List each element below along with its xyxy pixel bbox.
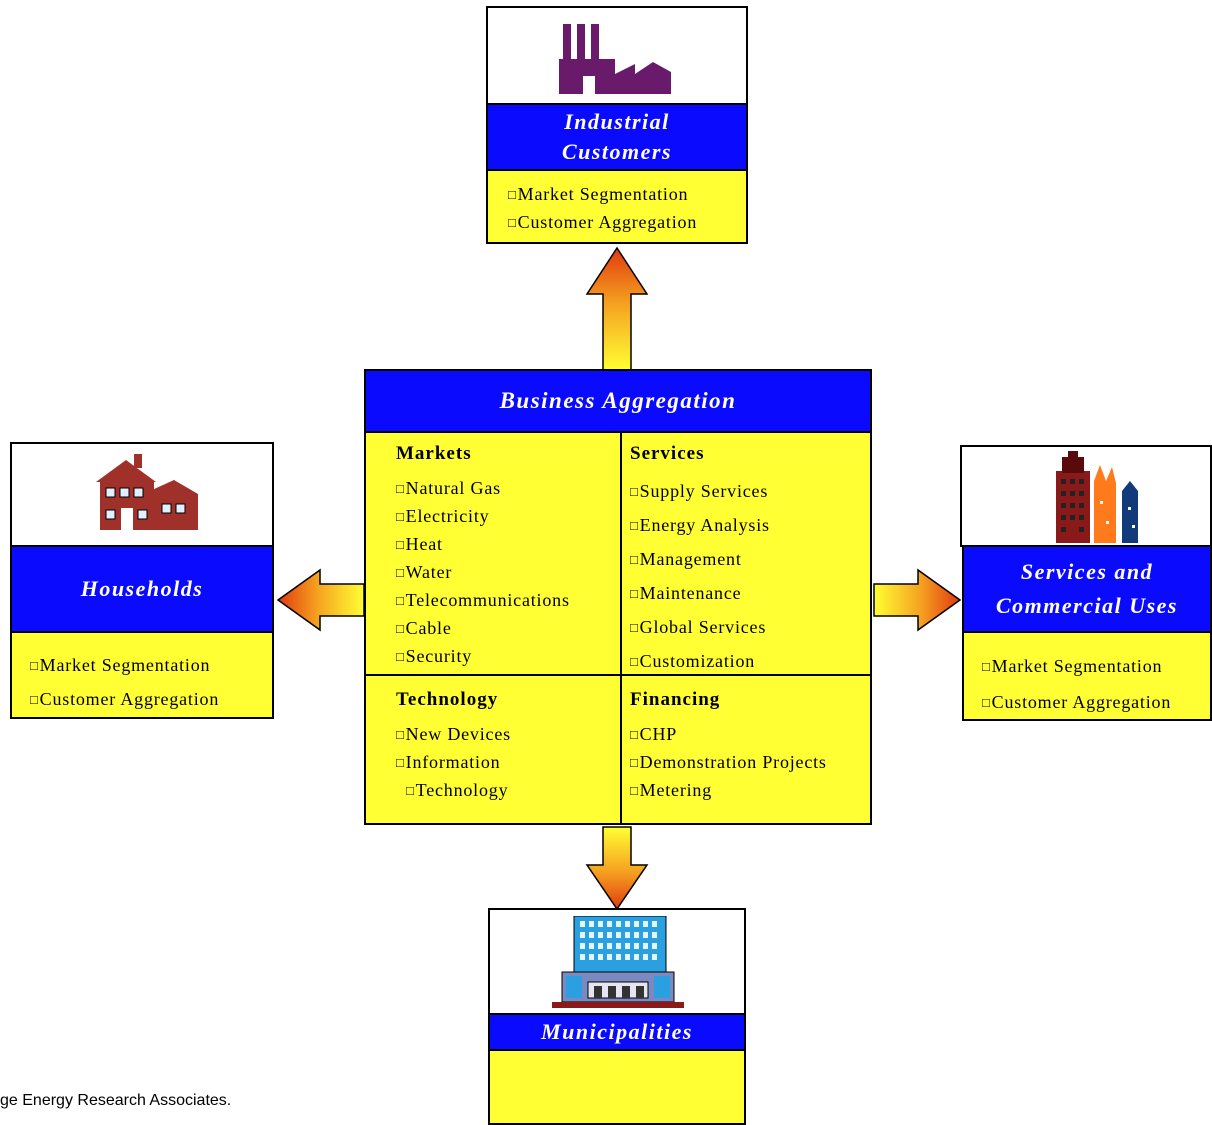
list-item: Customer Aggregation	[982, 685, 1210, 721]
services-cell: Services Supply Services Energy Analysis…	[630, 443, 770, 679]
list-item: Heat	[396, 531, 570, 559]
municipalities-title-text: Municipalities	[541, 1019, 693, 1044]
list-item: Market Segmentation	[508, 181, 746, 209]
list-item: Market Segmentation	[30, 649, 272, 683]
factory-icon	[559, 24, 671, 94]
arrow-up-icon	[585, 246, 649, 371]
horizontal-divider	[366, 674, 872, 676]
households-items-box: Market Segmentation Customer Aggregation	[10, 631, 274, 719]
source-credit: ge Energy Research Associates.	[0, 1092, 232, 1109]
list-item: Customer Aggregation	[508, 209, 746, 237]
list-item: Cable	[396, 615, 570, 643]
services-commercial-title-line2: Commercial Uses	[996, 593, 1178, 618]
industrial-title-line2: Customers	[561, 139, 673, 164]
list-item: Information	[396, 749, 511, 777]
list-item: CHP	[630, 721, 827, 749]
services-title: Services	[630, 443, 705, 464]
list-item: Water	[396, 559, 570, 587]
industrial-title: Industrial Customers	[486, 103, 748, 171]
list-item: Customer Aggregation	[30, 683, 272, 717]
list-item-continuation: Technology	[396, 777, 511, 805]
house-icon	[96, 454, 198, 530]
list-item: Electricity	[396, 503, 570, 531]
list-item: New Devices	[396, 721, 511, 749]
arrow-left-icon	[276, 568, 365, 632]
industrial-items-box: Market Segmentation Customer Aggregation	[486, 169, 748, 244]
markets-cell: Markets Natural Gas Electricity Heat Wat…	[396, 443, 570, 671]
business-aggregation-title: Business Aggregation	[364, 369, 872, 433]
services-commercial-title-line1: Services and	[1020, 559, 1154, 584]
technology-cell: Technology New Devices Information Techn…	[396, 689, 511, 805]
households-title: Households	[10, 545, 274, 633]
markets-title: Markets	[396, 443, 472, 464]
financing-title: Financing	[630, 689, 721, 710]
services-commercial-icon-box	[960, 445, 1212, 547]
financing-cell: Financing CHP Demonstration Projects Met…	[630, 689, 827, 805]
list-item: Global Services	[630, 611, 770, 645]
list-item: Market Segmentation	[982, 649, 1210, 685]
households-title-text: Households	[80, 576, 204, 601]
arrow-right-icon	[873, 568, 962, 632]
households-icon-box	[10, 442, 274, 547]
list-item: Management	[630, 543, 770, 577]
list-item: Energy Analysis	[630, 509, 770, 543]
city-buildings-icon	[1056, 451, 1138, 543]
vertical-divider	[620, 433, 622, 825]
municipalities-icon-box	[488, 908, 746, 1015]
technology-title: Technology	[396, 689, 499, 710]
list-item: Customization	[630, 645, 770, 679]
list-item: Demonstration Projects	[630, 749, 827, 777]
list-item: Security	[396, 643, 570, 671]
list-item: Supply Services	[630, 475, 770, 509]
office-building-icon	[552, 916, 684, 1008]
list-item: Maintenance	[630, 577, 770, 611]
industrial-icon-box	[486, 6, 748, 105]
municipalities-title: Municipalities	[488, 1013, 746, 1051]
list-item: Natural Gas	[396, 475, 570, 503]
list-item: Metering	[630, 777, 827, 805]
industrial-title-line1: Industrial	[564, 109, 670, 134]
municipalities-items-box	[488, 1049, 746, 1125]
services-commercial-items-box: Market Segmentation Customer Aggregation	[962, 631, 1212, 721]
business-aggregation-title-text: Business Aggregation	[499, 388, 737, 413]
arrow-down-icon	[585, 826, 649, 911]
list-item: Telecommunications	[396, 587, 570, 615]
services-commercial-title: Services and Commercial Uses	[962, 545, 1212, 633]
business-aggregation-body: Markets Natural Gas Electricity Heat Wat…	[364, 431, 872, 825]
